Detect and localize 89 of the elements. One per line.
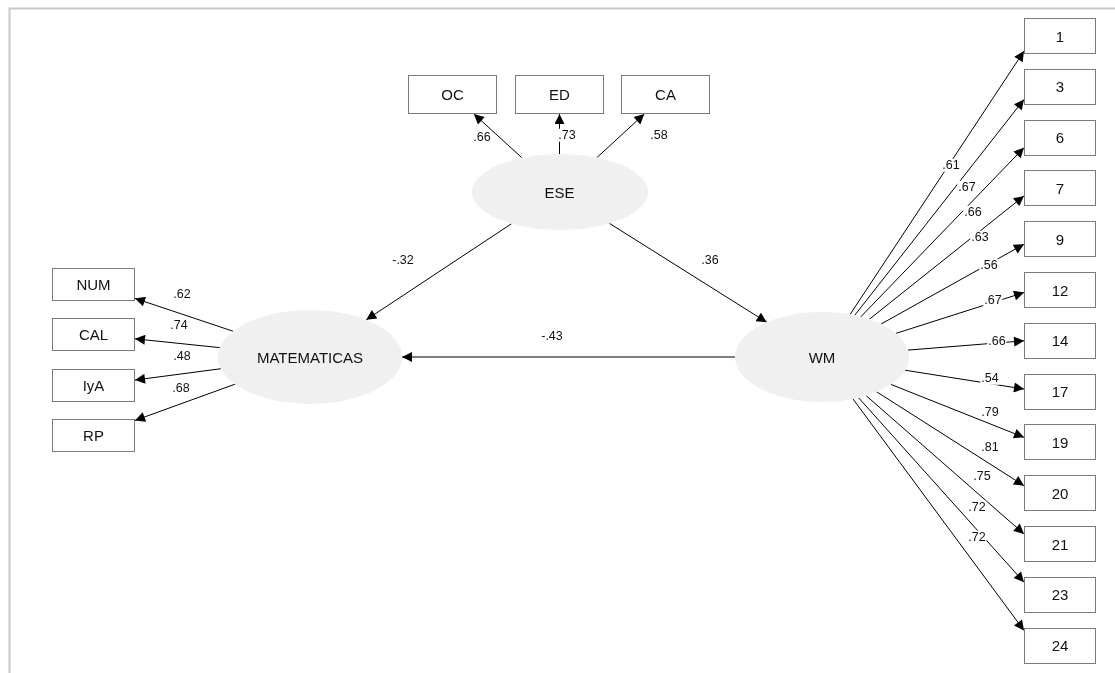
variable-name: MATEMATICAS [256, 348, 364, 366]
path-coefficient: -.32 [391, 253, 415, 267]
path-coefficient: .68 [171, 381, 191, 395]
variable-name: OC [441, 86, 464, 103]
observed-variable-box [1024, 627, 1096, 664]
observed-variable-box [52, 369, 135, 402]
variable-name: 12 [1051, 281, 1069, 299]
arrow [134, 334, 221, 349]
observed-variable-box [52, 318, 135, 351]
observed-variable-box [1024, 373, 1096, 410]
variable-name: ED [549, 86, 570, 103]
path-coefficient: .67 [957, 180, 977, 194]
observed-variable-box [1024, 68, 1096, 105]
arrow [473, 113, 523, 159]
variable-name: 3 [1055, 78, 1065, 96]
path-coefficient: .72 [967, 530, 987, 544]
variable-name: RP [83, 427, 104, 444]
arrow [895, 290, 1025, 334]
observed-variable-box [52, 419, 135, 452]
observed-variable-box [1024, 475, 1096, 512]
observed-variable-box [52, 268, 135, 301]
path-coefficient: .73 [557, 128, 577, 142]
observed-variable-box [515, 75, 604, 114]
path-coefficient: .67 [983, 293, 1003, 307]
variable-name: NUM [76, 276, 111, 293]
observed-variable-box [621, 75, 710, 114]
variable-name: 19 [1051, 433, 1069, 451]
observed-variable-box [1024, 272, 1096, 308]
variable-name: CAL [78, 326, 109, 343]
variable-name: 17 [1051, 383, 1069, 401]
arrow [596, 113, 645, 159]
path-coefficient: .79 [980, 405, 1000, 419]
arrow [904, 369, 1025, 393]
observed-variable-box [1024, 170, 1096, 207]
path-coefficient: .61 [941, 158, 961, 172]
path-coefficient: .36 [700, 253, 720, 267]
variable-name: 23 [1051, 586, 1069, 604]
path-coefficient: .48 [172, 349, 192, 363]
path-coefficient: .74 [169, 318, 189, 332]
path-coefficient: .58 [649, 128, 669, 142]
variable-name: IyA [82, 377, 105, 394]
arrow [852, 398, 1025, 631]
arrow [876, 391, 1025, 487]
observed-variable-box [1024, 576, 1096, 613]
observed-variable-box [1024, 119, 1096, 156]
arrow [865, 395, 1025, 535]
variable-name: 21 [1051, 535, 1069, 553]
variable-name: 24 [1051, 637, 1069, 655]
variable-name: 14 [1051, 332, 1069, 350]
variable-name: 9 [1055, 230, 1065, 248]
arrow [134, 383, 236, 422]
path-coefficient: .56 [979, 258, 999, 272]
arrow [365, 223, 512, 321]
variable-name: 20 [1051, 484, 1069, 502]
variable-name: 6 [1055, 129, 1065, 147]
path-coefficient: .75 [972, 469, 992, 483]
arrow [401, 352, 736, 362]
variable-name: WM [808, 348, 836, 366]
arrow [554, 113, 565, 155]
arrow [907, 336, 1025, 351]
arrow [849, 50, 1025, 315]
path-coefficient: .54 [980, 371, 1000, 385]
arrow [868, 195, 1025, 320]
path-coefficient: -.43 [540, 329, 564, 343]
variable-name: 7 [1055, 179, 1065, 197]
observed-variable-box [1024, 322, 1096, 359]
observed-variable-box [1024, 424, 1096, 461]
variable-name: CA [655, 86, 676, 103]
observed-variable-box [1024, 221, 1096, 258]
arrow [890, 383, 1025, 439]
path-coefficient: .72 [967, 500, 987, 514]
arrow [860, 147, 1025, 318]
path-coefficient: .66 [472, 130, 492, 144]
path-coefficient: .62 [172, 287, 192, 301]
observed-variable-box [1024, 526, 1096, 562]
observed-variable-box [408, 75, 497, 114]
arrow [134, 368, 222, 384]
path-coefficient: .66 [963, 205, 983, 219]
arrow [854, 98, 1025, 316]
observed-variable-box [1024, 18, 1096, 54]
arrow [134, 296, 234, 332]
variable-name: ESE [544, 183, 575, 201]
path-coefficient: .81 [980, 440, 1000, 454]
path-coefficient: .66 [987, 334, 1007, 348]
arrow [880, 243, 1025, 325]
variable-name: 1 [1055, 27, 1065, 45]
arrow [858, 397, 1025, 583]
arrow [608, 222, 768, 323]
path-coefficient: .63 [970, 230, 990, 244]
